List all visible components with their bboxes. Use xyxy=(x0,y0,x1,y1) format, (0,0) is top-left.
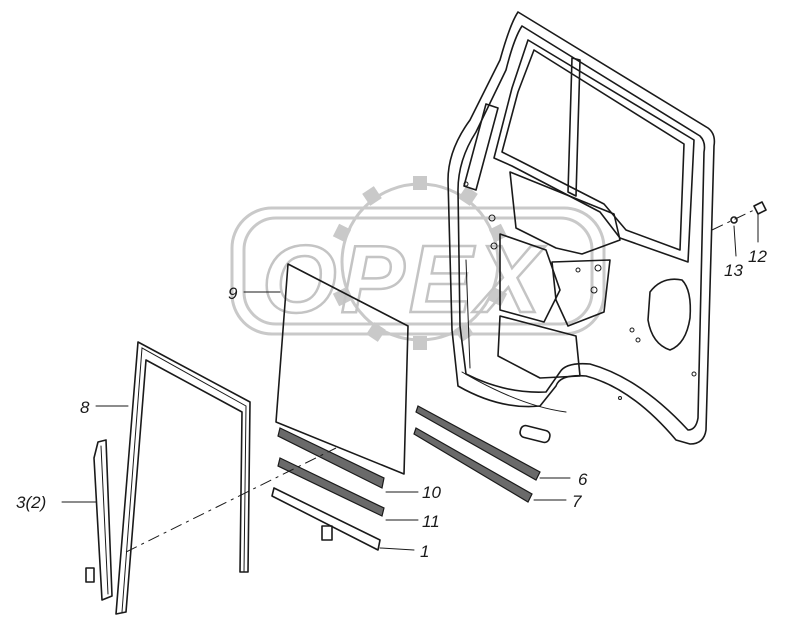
part-7-seal-strip xyxy=(413,427,533,503)
mounting-holes xyxy=(463,181,697,400)
part-11-seal-strip xyxy=(277,457,385,517)
handle-recess xyxy=(519,424,551,444)
watermark-text: OPEX xyxy=(262,226,546,333)
sill-line xyxy=(461,371,567,413)
assembly-axis-right xyxy=(711,209,755,231)
part-1-lifter-channel xyxy=(271,487,381,551)
callout-6: 6 xyxy=(578,470,588,489)
part-10-seal-strip xyxy=(277,427,385,489)
watermark-frame xyxy=(230,206,606,336)
guide-rail-center xyxy=(100,445,109,595)
callout-13: 13 xyxy=(724,261,743,280)
inner-panel-middle xyxy=(551,259,611,327)
inner-panel-lower xyxy=(497,315,581,379)
guide-rail-bracket xyxy=(85,567,95,583)
door-outline xyxy=(447,11,716,445)
door-frame-assembly xyxy=(447,11,716,445)
run-channel-inner xyxy=(121,347,247,613)
panel-edge xyxy=(465,259,471,369)
callout-1: 1 xyxy=(420,542,429,561)
guide-rail-outline xyxy=(93,439,113,601)
callout-9: 9 xyxy=(228,284,238,303)
assembly-axis-left xyxy=(125,447,337,553)
watermark-logo: OPEX xyxy=(230,176,606,350)
callout-10: 10 xyxy=(422,483,441,502)
watermark-frame-inner xyxy=(242,216,594,326)
callout-8: 8 xyxy=(80,398,90,417)
callout-11: 11 xyxy=(422,512,440,531)
callout-7: 7 xyxy=(572,492,582,511)
part-9-glass xyxy=(275,263,409,475)
callout-12: 12 xyxy=(748,247,767,266)
watermark-gear-teeth xyxy=(332,176,508,350)
inner-panel-left xyxy=(499,233,561,323)
window-frame-inner xyxy=(501,49,685,251)
window-pillar xyxy=(567,57,581,197)
part-12-screw-icon xyxy=(753,201,767,215)
speaker-opening xyxy=(647,278,692,351)
inner-panel-upper xyxy=(509,171,621,255)
part-3-guide-rail xyxy=(85,439,113,601)
part-1-bracket xyxy=(321,525,333,541)
door-inner-outline xyxy=(457,25,706,431)
window-frame xyxy=(493,39,695,263)
run-channel-outline xyxy=(115,341,251,615)
part-8-run-channel xyxy=(115,341,251,615)
rain-channel xyxy=(463,103,499,191)
part-13-washer-icon xyxy=(730,216,738,224)
part-6-seal-strip xyxy=(415,405,541,481)
leader-lines xyxy=(61,213,759,551)
callout-3: 3(2) xyxy=(16,493,46,512)
